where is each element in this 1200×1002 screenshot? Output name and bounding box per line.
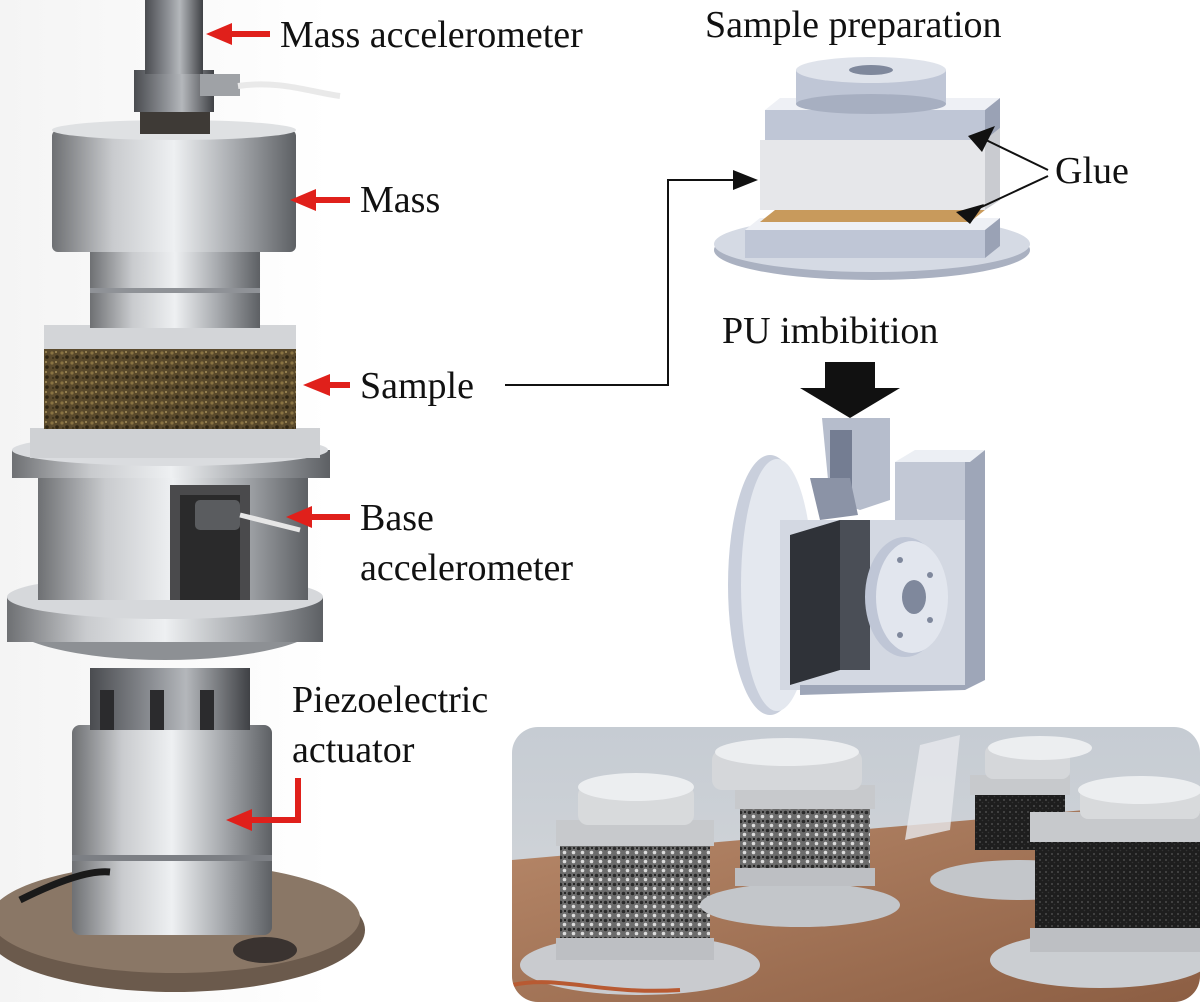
label-glue: Glue bbox=[1055, 150, 1129, 192]
label-sample-preparation: Sample preparation bbox=[705, 4, 1002, 46]
red-arrow-icon bbox=[286, 506, 350, 528]
photo-sample-4 bbox=[1035, 838, 1200, 930]
label-piezo-line1: Piezoelectric bbox=[292, 679, 488, 721]
pu-imbibition-cad bbox=[728, 418, 985, 715]
black-down-arrow-icon bbox=[800, 362, 900, 418]
label-mass: Mass bbox=[360, 179, 440, 221]
label-piezo-line2: actuator bbox=[292, 729, 415, 771]
red-arrow-icon bbox=[226, 778, 301, 831]
label-mass-accelerometer: Mass accelerometer bbox=[280, 14, 583, 56]
base-accelerometer-sensor bbox=[195, 500, 240, 530]
red-arrow-icon bbox=[290, 189, 350, 211]
sample-top-plate bbox=[44, 325, 296, 349]
label-base-accelerometer-line1: Base bbox=[360, 497, 434, 539]
test-rig-photo bbox=[0, 0, 365, 1002]
red-arrow-icon bbox=[206, 23, 270, 45]
mass-block bbox=[52, 130, 296, 252]
samples-photo bbox=[512, 727, 1200, 1002]
photo-sample-1 bbox=[560, 840, 710, 940]
sample-bottom-plate bbox=[30, 428, 320, 458]
foam-sample bbox=[44, 345, 296, 429]
label-sample: Sample bbox=[360, 365, 474, 407]
label-pu-imbibition: PU imbibition bbox=[722, 310, 938, 352]
cad-sample-block bbox=[760, 140, 985, 210]
photo-sample-2 bbox=[740, 805, 870, 870]
sample-leader-line bbox=[505, 170, 758, 386]
red-arrow-icon bbox=[303, 374, 350, 396]
sample-preparation-cad bbox=[714, 57, 1049, 280]
callout-arrows bbox=[206, 23, 350, 831]
label-base-accelerometer-line2: accelerometer bbox=[360, 547, 573, 589]
piezo-actuator-body bbox=[72, 725, 272, 935]
